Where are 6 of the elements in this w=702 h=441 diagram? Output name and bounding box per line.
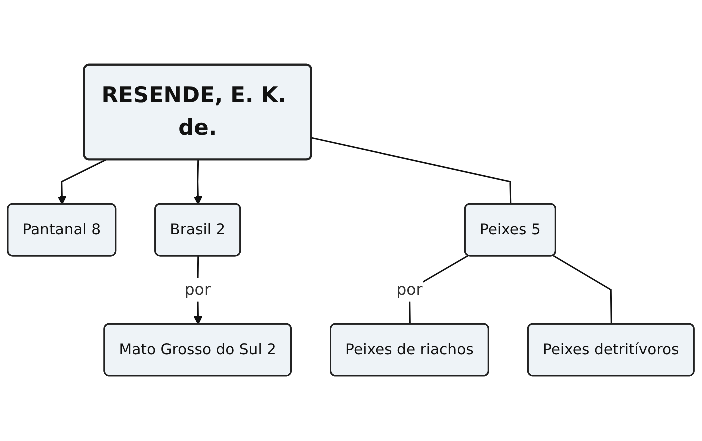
edge-label: por <box>184 280 211 299</box>
connector <box>553 255 612 325</box>
arrow <box>194 160 203 206</box>
edge-label: por <box>396 280 423 299</box>
connector <box>312 137 512 205</box>
arrow <box>58 160 106 206</box>
